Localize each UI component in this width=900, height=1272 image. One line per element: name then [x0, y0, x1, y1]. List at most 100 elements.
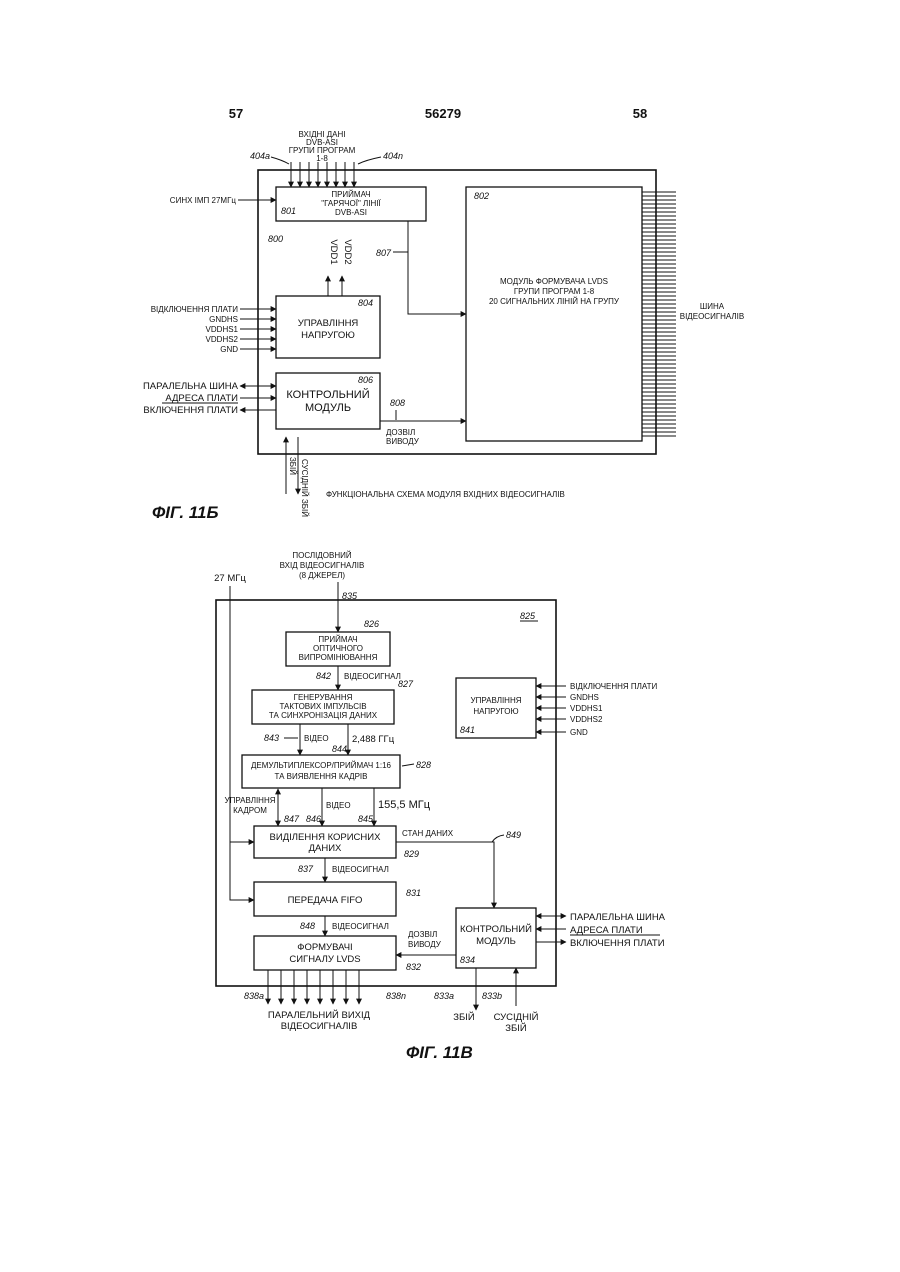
control-line-2: МОДУЛЬ [305, 402, 351, 414]
figure-11b: ВХІДНІ ДАНІ DVB-ASI ГРУПИ ПРОГРАМ 1-8 40… [143, 130, 744, 522]
receiver-line-3: DVB-ASI [335, 208, 367, 217]
vddhs1-input-11v: VDDHS1 [570, 704, 603, 713]
receiver-to-lvds-path [408, 221, 466, 314]
voltage-inputs-11v: ВІДКЛЮЧЕННЯ ПЛАТИ GNDHS VDDHS1 VDDHS2 GN… [536, 682, 658, 737]
vdd2-label: VDD2 [342, 239, 353, 264]
fault-label-11v: ЗБІЙ [453, 1011, 475, 1023]
gnd-input: GND [220, 345, 238, 354]
optical-line-2: ОПТИЧНОГО [313, 644, 363, 653]
output-permit-line-2-11v: ВИВОДУ [408, 940, 442, 949]
gnd-input-11v: GND [570, 728, 588, 737]
parallel-output-line-1: ПАРАЛЕЛЬНИЙ ВИХІД [268, 1009, 371, 1021]
ref-847: 847 [284, 814, 300, 824]
leader-404a [271, 157, 289, 164]
figure-11b-caption: ФІГ. 11Б [152, 503, 219, 522]
right-page-number: 58 [633, 106, 647, 121]
voltage-line-1: УПРАВЛІННЯ [298, 318, 359, 329]
ref-804: 804 [358, 298, 373, 308]
ref-806: 806 [358, 375, 373, 385]
output-permit-line-1: ДОЗВІЛ [386, 428, 415, 437]
neighbor-fault-line-1: СУСІДНІЙ [494, 1011, 539, 1023]
clockgen-line-1: ГЕНЕРУВАННЯ [294, 693, 353, 702]
videosignal-label-1: ВІДЕОСИГНАЛ [344, 672, 401, 681]
ref-849: 849 [506, 830, 521, 840]
vddhs2-input-11v: VDDHS2 [570, 715, 603, 724]
fault-label-11b: ЗБІЙ [288, 457, 297, 475]
ref-841: 841 [460, 725, 475, 735]
clockgen-line-3: ТА СИНХРОНІЗАЦІЯ ДАНИХ [269, 711, 378, 720]
voltage-line-1-11v: УПРАВЛІННЯ [470, 696, 521, 705]
frame-control-line-1: УПРАВЛІННЯ [224, 796, 275, 805]
control-io-11b: ПАРАЛЕЛЬНА ШИНА АДРЕСА ПЛАТИ ВКЛЮЧЕННЯ П… [143, 381, 276, 416]
ref-827: 827 [398, 679, 414, 689]
ref-843: 843 [264, 733, 279, 743]
voltage-line-2-11v: НАПРУГОЮ [473, 707, 518, 716]
fifo-label: ПЕРЕДАЧА FIFO [288, 895, 363, 906]
receiver-line-1: ПРИЙМАЧ [331, 190, 370, 199]
receiver-line-2: "ГАРЯЧОЇ" ЛІНІЇ [321, 199, 381, 208]
figure-11b-title: ФУНКЦІОНАЛЬНА СХЕМА МОДУЛЯ ВХІДНИХ ВІДЕО… [326, 490, 565, 499]
parallel-bus-io-11v: ПАРАЛЕЛЬНА ШИНА [570, 912, 666, 923]
serial-input-line-3: (8 ДЖЕРЕЛ) [299, 571, 345, 580]
ref-831: 831 [406, 888, 421, 898]
output-permit-line-1-11v: ДОЗВІЛ [408, 930, 437, 939]
lvds-module-box [466, 187, 642, 441]
output-permit-line-2: ВИВОДУ [386, 437, 420, 446]
voltage-line-2: НАПРУГОЮ [301, 330, 355, 341]
figure-11v: 825 ПОСЛІДОВНИЙ ВХІД ВІДЕОСИГНАЛІВ (8 ДЖ… [214, 551, 666, 1062]
board-disable-input: ВІДКЛЮЧЕННЯ ПЛАТИ [151, 305, 239, 314]
sync-clock-label: СИНХ ІМП 27МГц [170, 196, 237, 205]
data-state-label: СТАН ДАНИХ [402, 829, 454, 838]
ref-800: 800 [268, 234, 283, 244]
ref-404a: 404a [250, 151, 270, 161]
input-arrows-11b [291, 162, 354, 187]
demux-line-1: ДЕМУЛЬТИПЛЕКСОР/ПРИЙМАЧ 1:16 [251, 761, 391, 770]
gndhs-input-11v: GNDHS [570, 693, 599, 702]
ref-848: 848 [300, 921, 315, 931]
ref-835: 835 [342, 591, 358, 601]
ref-842: 842 [316, 671, 331, 681]
ref-807: 807 [376, 248, 392, 258]
board-address-io-11v: АДРЕСА ПЛАТИ [570, 925, 643, 936]
left-page-number: 57 [229, 106, 243, 121]
ref-832: 832 [406, 962, 421, 972]
leader-828 [402, 764, 414, 766]
parallel-bus-io: ПАРАЛЕЛЬНА ШИНА [143, 381, 239, 392]
ref-404n: 404n [383, 151, 403, 161]
optical-line-1: ПРИЙМАЧ [318, 635, 357, 644]
leader-404n [358, 157, 381, 164]
control-line-1: КОНТРОЛЬНИЙ [286, 388, 369, 401]
video-bus-output-lines [642, 192, 676, 436]
vdd1-label: VDD1 [328, 239, 339, 264]
ref-825: 825 [520, 611, 536, 621]
ref-846: 846 [306, 814, 321, 824]
ref-801: 801 [281, 206, 296, 216]
clock-27mhz-label: 27 МГц [214, 573, 246, 584]
ref-845: 845 [358, 814, 374, 824]
neighbor-fault-line-2: ЗБІЙ [505, 1022, 527, 1034]
lvds-line-2: ГРУПИ ПРОГРАМ 1-8 [514, 287, 595, 296]
parallel-output-line-2: ВІДЕОСИГНАЛІВ [281, 1021, 358, 1032]
payload-line-1: ВИДІЛЕННЯ КОРИСНИХ [270, 832, 382, 843]
video-label-2: ВІДЕО [326, 801, 351, 810]
document-number: 56279 [425, 106, 461, 121]
board-address-io: АДРЕСА ПЛАТИ [165, 393, 238, 404]
page-header: 57 56279 58 [229, 106, 647, 121]
board-enable-io: ВКЛЮЧЕННЯ ПЛАТИ [143, 405, 238, 416]
vddhs1-input: VDDHS1 [206, 325, 239, 334]
video-label-1: ВІДЕО [304, 734, 329, 743]
vddhs2-input: VDDHS2 [206, 335, 239, 344]
ref-802: 802 [474, 191, 489, 201]
control-line-1-11v: КОНТРОЛЬНИЙ [460, 923, 532, 935]
figure-11v-caption: ФІГ. 11В [406, 1043, 473, 1062]
ref-833b: 833b [482, 991, 502, 1001]
videosignal-label-3: ВІДЕОСИГНАЛ [332, 922, 389, 931]
control-line-2-11v: МОДУЛЬ [476, 936, 516, 947]
ref-837: 837 [298, 864, 314, 874]
gndhs-input: GNDHS [209, 315, 238, 324]
leader-849 [492, 835, 504, 842]
ref-834: 834 [460, 955, 475, 965]
ref-829: 829 [404, 849, 419, 859]
